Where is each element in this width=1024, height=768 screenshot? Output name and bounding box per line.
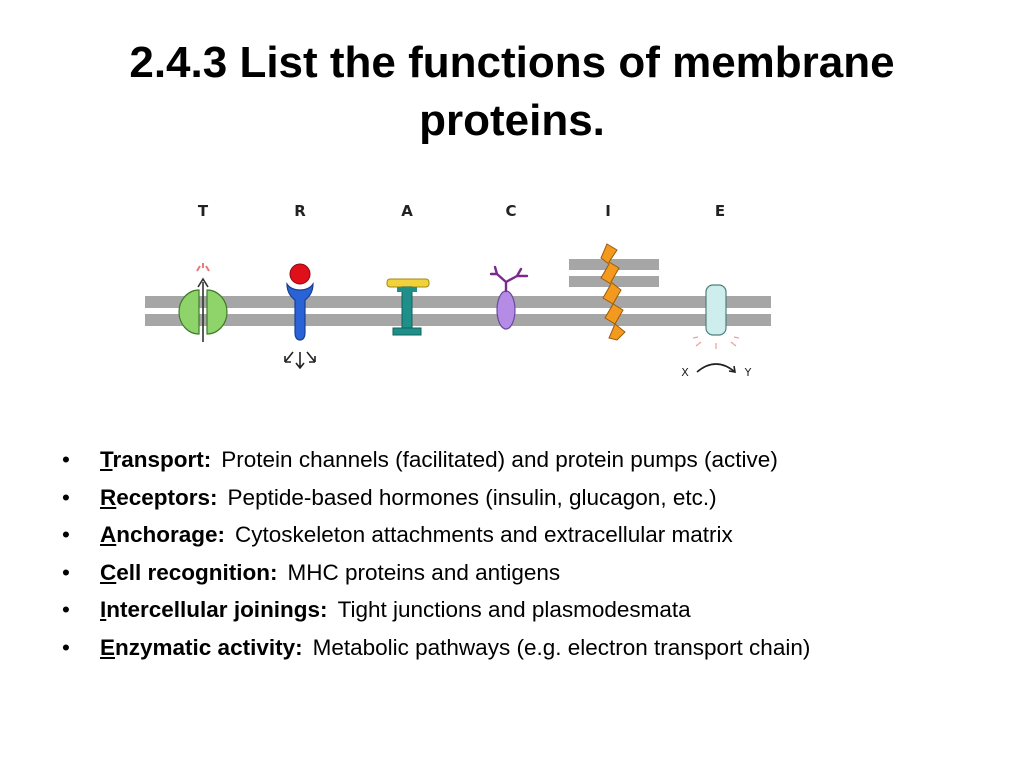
substrate-x-label: X: [681, 366, 689, 379]
bullet-marker: •: [62, 522, 70, 547]
function-term: ntercellular joinings:: [106, 597, 328, 622]
function-description: Metabolic pathways (e.g. electron transp…: [312, 634, 811, 660]
junction-protein-icon: [600, 243, 626, 341]
transport-protein-icon: [178, 263, 228, 342]
bullet-marker: •: [62, 634, 70, 660]
function-term: nchorage:: [116, 522, 226, 547]
function-item-receptors: • Receptors: Peptide-based hormones (insu…: [62, 484, 962, 512]
function-term: eceptors:: [116, 484, 218, 510]
function-item-anchorage: • Anchorage: Cytoskeleton attachments and…: [62, 521, 962, 549]
enzyme-protein-icon: X Y: [681, 284, 752, 379]
functions-list: • Transport: Protein channels (facilitate…: [62, 446, 962, 671]
function-description: Peptide-based hormones (insulin, glucago…: [227, 484, 717, 510]
membrane-upper-layer: [145, 296, 771, 308]
function-term-initial: E: [100, 634, 116, 660]
letter-r: R: [294, 202, 306, 220]
bullet-marker: •: [62, 484, 70, 510]
slide-title: 2.4.3 List the functions of membrane pro…: [129, 38, 895, 145]
function-description: Tight junctions and plasmodesmata: [337, 597, 691, 622]
letter-e: E: [715, 202, 725, 220]
letter-i: I: [605, 202, 611, 220]
function-term-initial: C: [100, 559, 117, 585]
function-term-initial: A: [100, 522, 117, 547]
function-term: ransport:: [112, 447, 212, 472]
function-item-cell-recognition: • Cell recognition: MHC proteins and anti…: [62, 559, 962, 587]
function-description: Cytoskeleton attachments and extracellul…: [235, 522, 733, 547]
function-term-initial: T: [100, 447, 113, 472]
product-y-label: Y: [744, 366, 752, 379]
recognition-protein-icon: [489, 265, 529, 330]
letter-t: T: [198, 202, 209, 220]
anchorage-protein-icon: [386, 278, 430, 336]
membrane-lower-layer: [145, 314, 771, 326]
function-term-initial: R: [100, 484, 117, 510]
bullet-marker: •: [62, 559, 70, 585]
function-description: Protein channels (facilitated) and prote…: [221, 447, 778, 472]
diagram-svg: T R A C I E: [145, 202, 771, 379]
receptor-protein-icon: [284, 263, 316, 370]
membrane-protein-diagram: T R A C I E: [135, 192, 785, 392]
function-item-intercellular-joinings: • Intercellular joinings: Tight junctions…: [62, 596, 962, 624]
letter-a: A: [401, 202, 413, 220]
function-item-enzymatic-activity: • Enzymatic activity: Metabolic pathways …: [62, 634, 962, 662]
letter-c: C: [505, 202, 516, 220]
function-term-initial: I: [100, 597, 107, 622]
function-item-transport: • Transport: Protein channels (facilitate…: [62, 446, 962, 474]
function-term: nzymatic activity:: [115, 634, 303, 660]
bullet-marker: •: [62, 447, 70, 472]
function-description: MHC proteins and antigens: [287, 559, 561, 585]
adjacent-membrane-lower: [569, 276, 659, 287]
function-term: ell recognition:: [116, 559, 278, 585]
bullet-marker: •: [62, 597, 70, 622]
